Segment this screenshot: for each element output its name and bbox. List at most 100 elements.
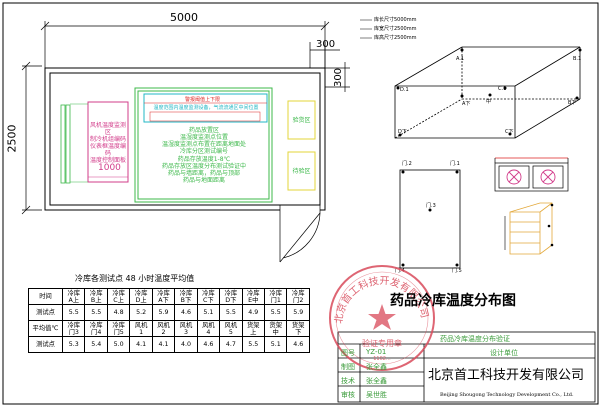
- table-cell: 5.5: [263, 304, 288, 321]
- point-label: 门.2: [402, 161, 412, 167]
- dim-2500-label: 2500: [5, 124, 19, 153]
- table-cell: 货架下: [286, 320, 310, 337]
- storage-info-line: 温湿度监测点位置: [179, 134, 228, 141]
- point-label: 中: [486, 99, 492, 105]
- tb-value-drafter: 张全鑫: [366, 363, 387, 371]
- storage-zone: [134, 87, 273, 203]
- table-cell: 5.1: [263, 336, 288, 353]
- table-cell: 4.1: [129, 336, 153, 353]
- waiting-zone: [287, 151, 316, 191]
- elevation-view: [399, 169, 461, 269]
- legend-line: 库宽尺寸2500mm: [374, 26, 417, 32]
- drawing-title: 药品冷库温度分布图: [390, 293, 516, 309]
- condenser-unit: [494, 157, 569, 192]
- storage-info-title: 药品存放温度1-8℃: [177, 156, 231, 163]
- table-cell: 5.5: [84, 304, 108, 321]
- project-name: 药品冷库温度分布验证: [440, 335, 510, 343]
- storage-info-2: 药品存放温度1-8℃ 药品存放区温度分布测试验证中 药品与墙距离，药品与顶部 药…: [140, 156, 268, 184]
- stamp-number: 1102...: [373, 356, 391, 362]
- table-row-header: 平均值℃: [27, 320, 64, 337]
- storage-3d-box: [394, 46, 581, 139]
- point-label: D下: [398, 129, 407, 135]
- legend-text: 库长尺寸5000mm 库宽尺寸2500mm 库高尺寸2500mm: [374, 16, 416, 43]
- tb-label-drawing-no: 图号: [341, 349, 355, 357]
- point-label: 门.1: [450, 161, 460, 167]
- storage-info-title: 药品放置区: [188, 127, 219, 134]
- dimension-300-top: [309, 42, 340, 68]
- table-cell: 5.1: [196, 304, 221, 321]
- table-cell: 4.6: [286, 336, 310, 353]
- table-cell: 5.2: [129, 304, 153, 321]
- alarm-zone-line: 温度范围内温度监测设备，气流流通区中间位置: [153, 105, 259, 111]
- point-label: B.1: [573, 56, 582, 62]
- table-cell: 冷库门3: [62, 320, 86, 337]
- table-cell: 冷库门4: [84, 320, 108, 337]
- table-cell: 5.5: [219, 304, 243, 321]
- dim-300-top-label: 300: [316, 39, 336, 50]
- plan-walls: [44, 67, 326, 211]
- legend-line: 库高尺寸2500mm: [374, 35, 417, 41]
- table-cell: 4.7: [219, 336, 243, 353]
- tb-label-tech: 技术: [341, 377, 355, 385]
- table-cell: 冷库门2: [286, 288, 310, 305]
- shelf-rack: [509, 202, 553, 255]
- table-cell: 4.1: [151, 336, 176, 353]
- table-row-header: 测试点: [27, 304, 64, 321]
- point-label: 门.4: [395, 268, 405, 274]
- company-name: 北京首工科技开发有限公司: [428, 368, 585, 383]
- cooling-unit-line: 制冷机组编码: [89, 136, 126, 143]
- tb-label-review: 审核: [341, 391, 355, 399]
- dim-300-side-label: 300: [333, 67, 345, 88]
- table-cell: 5.4: [84, 336, 108, 353]
- table-row-header: 测试点: [27, 336, 64, 353]
- table-cell: 4.8: [106, 304, 131, 321]
- legend-line: 库长尺寸5000mm: [374, 17, 417, 23]
- dimension-2500: [21, 61, 42, 215]
- door: [279, 205, 321, 263]
- table-cell: 4.0: [174, 336, 198, 353]
- table-cell: 4.6: [174, 304, 198, 321]
- storage-info-1: 药品放置区 温湿度监测点位置 温湿度监测点布置在距离地面处 冷库分区测试编号: [140, 127, 268, 155]
- company-stamp: 北京首工科技开发有限公司 验证专用章 1102...: [329, 265, 435, 371]
- storage-info-line: 温湿度监测点布置在距离地面处: [161, 141, 246, 148]
- storage-info-line: 药品与墙距离，药品与顶部: [167, 170, 240, 177]
- point-label: D.1: [400, 87, 409, 93]
- point-label: C.1: [498, 86, 507, 92]
- shelf-points: [547, 203, 554, 247]
- cooling-unit-line: 温度控制面板: [89, 157, 126, 164]
- table-cell: 5.3: [62, 336, 86, 353]
- dimension-5000: [40, 21, 330, 68]
- cooling-unit-line: 仪表框温度编码: [89, 143, 126, 157]
- inspection-zone-label: 验货区: [292, 117, 311, 124]
- table-cell: 5.9: [151, 304, 176, 321]
- point-label: 门.3: [426, 203, 436, 209]
- table-cell: 4.9: [241, 304, 265, 321]
- tb-value-tech: 张全鑫: [366, 377, 387, 385]
- titleblock-frame: [337, 331, 596, 403]
- point-label: C下: [505, 129, 514, 135]
- table-cell: 5.9: [286, 304, 310, 321]
- point-label: A下: [462, 101, 471, 107]
- table-row-header: 时间: [27, 288, 64, 305]
- dimension-300-side: [325, 62, 350, 92]
- point-label: B下: [568, 100, 577, 106]
- dim-5000-label: 5000: [170, 11, 198, 24]
- legend-lines: [360, 19, 372, 39]
- cooling-unit-label: 风机温度监测区 制冷机组编码 仪表框温度编码 温度控制面板: [89, 122, 127, 164]
- table-title: 冷库各测试点 48 小时温度平均值: [75, 274, 195, 283]
- table-cell: 货架上: [241, 320, 265, 337]
- table-cell: 5.5: [62, 304, 86, 321]
